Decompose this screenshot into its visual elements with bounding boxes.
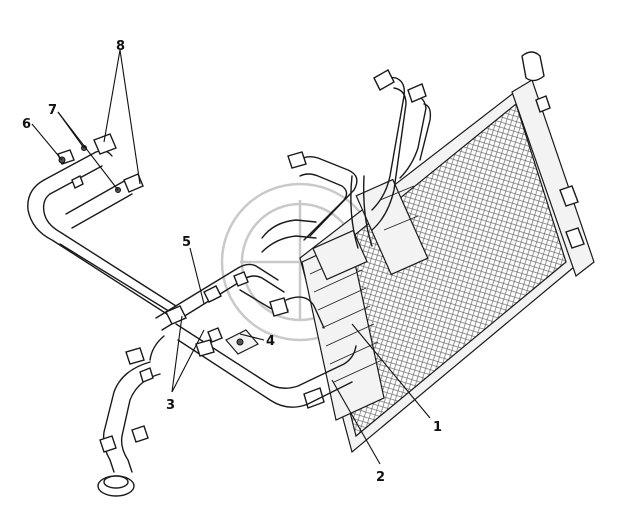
callout-2: 2 — [376, 470, 385, 485]
leader-8a — [103, 49, 121, 143]
leader-3b — [171, 329, 205, 393]
lower-left-pipe — [97, 347, 161, 497]
callout-6: 6 — [22, 117, 31, 132]
leader-6 — [31, 123, 63, 161]
leader-5 — [189, 247, 205, 305]
leader-4 — [239, 333, 265, 341]
callout-labels: 1 2 3 4 5 6 7 8 — [22, 39, 442, 485]
lower-pipe-run — [149, 323, 357, 408]
callout-3: 3 — [166, 398, 175, 413]
oil-cooler-stack — [301, 229, 385, 421]
upper-hoses — [350, 69, 432, 249]
leader-8b — [119, 49, 141, 185]
mid-hoses — [261, 151, 358, 253]
callout-1: 1 — [433, 420, 442, 435]
callout-7: 7 — [48, 103, 57, 118]
callout-8: 8 — [116, 39, 125, 54]
left-pipe-loop — [27, 133, 181, 319]
receiver-drier — [355, 178, 429, 276]
leader-3a — [171, 315, 183, 393]
leader-7b — [57, 111, 119, 191]
callout-4: 4 — [266, 334, 275, 349]
callout-5: 5 — [182, 235, 191, 250]
leader-2 — [331, 379, 381, 465]
leader-1 — [351, 323, 431, 419]
leader-lines — [31, 49, 431, 465]
